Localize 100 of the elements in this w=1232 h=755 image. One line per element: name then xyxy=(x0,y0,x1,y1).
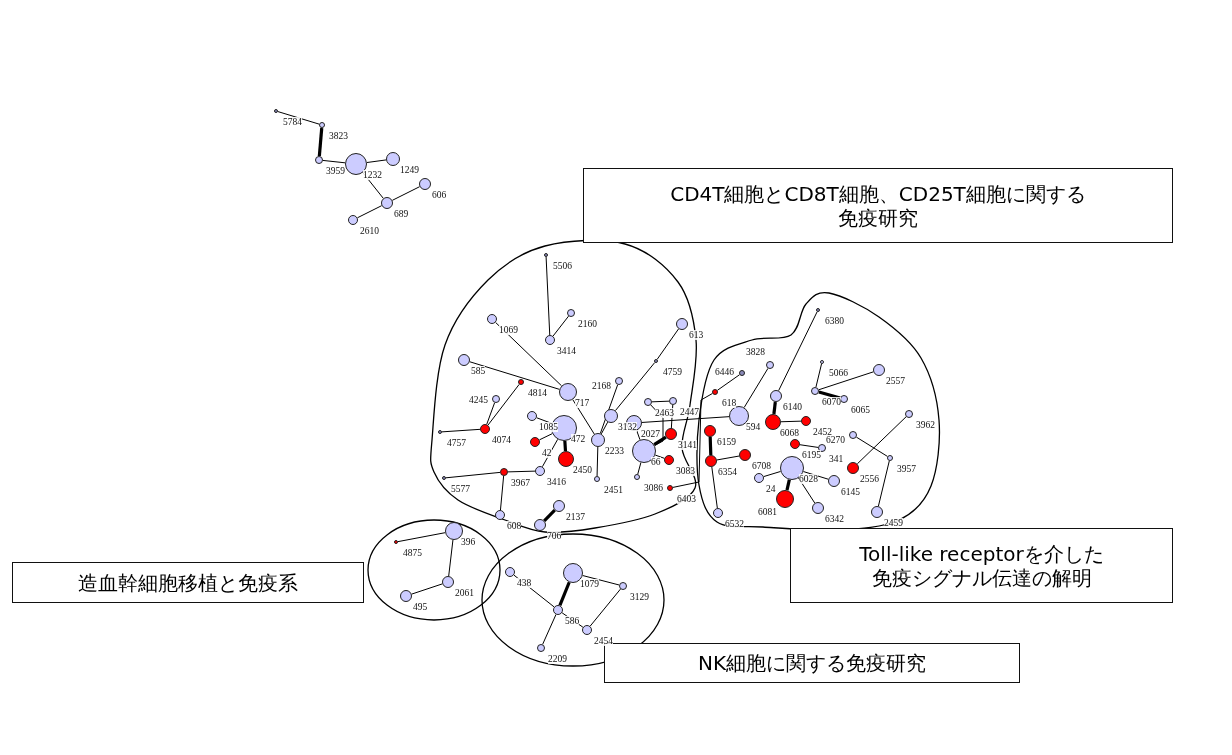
node-label: 5784 xyxy=(283,117,302,127)
node-label: 495 xyxy=(413,602,428,612)
node-label: 6028 xyxy=(799,474,818,484)
connector-line xyxy=(356,205,383,219)
connector-line xyxy=(877,460,890,507)
connector-line xyxy=(780,420,802,423)
node-label: 2452 xyxy=(813,427,832,437)
node-label: 5506 xyxy=(553,261,572,271)
connector-line xyxy=(815,363,823,388)
connector-line xyxy=(654,454,665,459)
connector-line xyxy=(391,186,421,201)
node-label: 2610 xyxy=(360,226,379,236)
connector-line xyxy=(716,374,741,391)
connector-line xyxy=(656,328,680,360)
connector-line xyxy=(469,361,560,390)
node-label: 3083 xyxy=(676,466,695,476)
node-label: 3828 xyxy=(746,347,765,357)
node-label: 4814 xyxy=(528,388,547,398)
node-label: 613 xyxy=(689,330,704,340)
cluster-title: NK細胞に関する免疫研究 xyxy=(604,643,1020,683)
node-label: 4875 xyxy=(403,548,422,558)
connector-line xyxy=(772,401,777,415)
connector-line xyxy=(672,393,713,488)
connector-line xyxy=(614,362,656,412)
node-label: 2447 xyxy=(680,407,699,417)
cluster-title: Toll-like receptorを介した免疫シグナル伝達の解明 xyxy=(790,528,1173,603)
node-label: 6342 xyxy=(825,514,844,524)
node-label: 6270 xyxy=(826,435,845,445)
node-label: 618 xyxy=(722,398,737,408)
node-label: 4759 xyxy=(663,367,682,377)
connector-line xyxy=(818,390,841,400)
node-label: 3957 xyxy=(897,464,916,474)
node-label: 3962 xyxy=(916,420,935,430)
connector-line xyxy=(651,400,670,403)
connector-line xyxy=(582,575,620,586)
node-label: 5577 xyxy=(451,484,470,494)
connector-line xyxy=(596,446,599,477)
node-label: 396 xyxy=(461,537,476,547)
connector-line xyxy=(558,581,571,606)
connector-line xyxy=(855,436,888,457)
connector-line xyxy=(322,159,346,164)
node-label: 42 xyxy=(542,448,552,458)
connector-line xyxy=(545,256,551,336)
node-label: 6081 xyxy=(758,507,777,517)
node-label: 2463 xyxy=(655,408,674,418)
node-label: 1079 xyxy=(580,579,599,589)
node-label: 2027 xyxy=(641,429,660,439)
node-label: 2450 xyxy=(573,465,592,475)
node-label: 585 xyxy=(471,366,486,376)
node-label: 6068 xyxy=(780,428,799,438)
node-label: 6140 xyxy=(783,402,802,412)
node-label: 6403 xyxy=(677,494,696,504)
node-label: 3967 xyxy=(511,478,530,488)
node-label: 6354 xyxy=(718,467,737,477)
node-label: 66 xyxy=(651,457,661,467)
node-label: 5066 xyxy=(829,368,848,378)
node-label: 608 xyxy=(507,521,522,531)
node-label: 606 xyxy=(432,190,447,200)
node-label: 2160 xyxy=(578,319,597,329)
connector-line xyxy=(543,509,556,522)
node-label: 3129 xyxy=(630,592,649,602)
node-label: 438 xyxy=(517,578,532,588)
node-label: 2061 xyxy=(455,588,474,598)
connector-line xyxy=(486,402,496,425)
connector-line xyxy=(636,430,641,441)
connector-line xyxy=(600,421,609,435)
connector-line xyxy=(650,404,664,446)
node-label: 6708 xyxy=(752,461,771,471)
connector-line xyxy=(716,455,740,461)
node-label: 1249 xyxy=(400,165,419,175)
node-label: 3414 xyxy=(557,346,576,356)
node-label: 3132 xyxy=(618,422,637,432)
connector-line xyxy=(539,433,553,441)
node-label: 6145 xyxy=(841,487,860,497)
node-label: 2168 xyxy=(592,381,611,391)
node-label: 2451 xyxy=(604,485,623,495)
node-label: 1232 xyxy=(363,170,382,180)
node-label: 6532 xyxy=(725,519,744,529)
connector-line xyxy=(499,475,505,511)
connector-line xyxy=(641,416,730,423)
connector-line xyxy=(708,436,713,456)
connector-line xyxy=(653,435,667,446)
node-label: 1069 xyxy=(499,325,518,335)
cluster-title: 造血幹細胞移植と免疫系 xyxy=(12,562,364,603)
node-label: 3086 xyxy=(644,483,663,493)
connector-line xyxy=(799,444,819,448)
node-label: 4245 xyxy=(469,395,488,405)
connector-line xyxy=(778,311,818,392)
connector-line xyxy=(552,315,570,337)
node-label: 3823 xyxy=(329,131,348,141)
connector-line xyxy=(495,321,562,387)
node-label: 3416 xyxy=(547,477,566,487)
node-label: 6065 xyxy=(851,405,870,415)
connector-line xyxy=(317,127,324,157)
node-label: 1085 xyxy=(539,422,558,432)
connector-line xyxy=(802,471,829,480)
connector-line xyxy=(277,111,320,125)
node-label: 6195 xyxy=(802,450,821,460)
connector-line xyxy=(589,588,621,627)
connector-line xyxy=(743,367,769,408)
